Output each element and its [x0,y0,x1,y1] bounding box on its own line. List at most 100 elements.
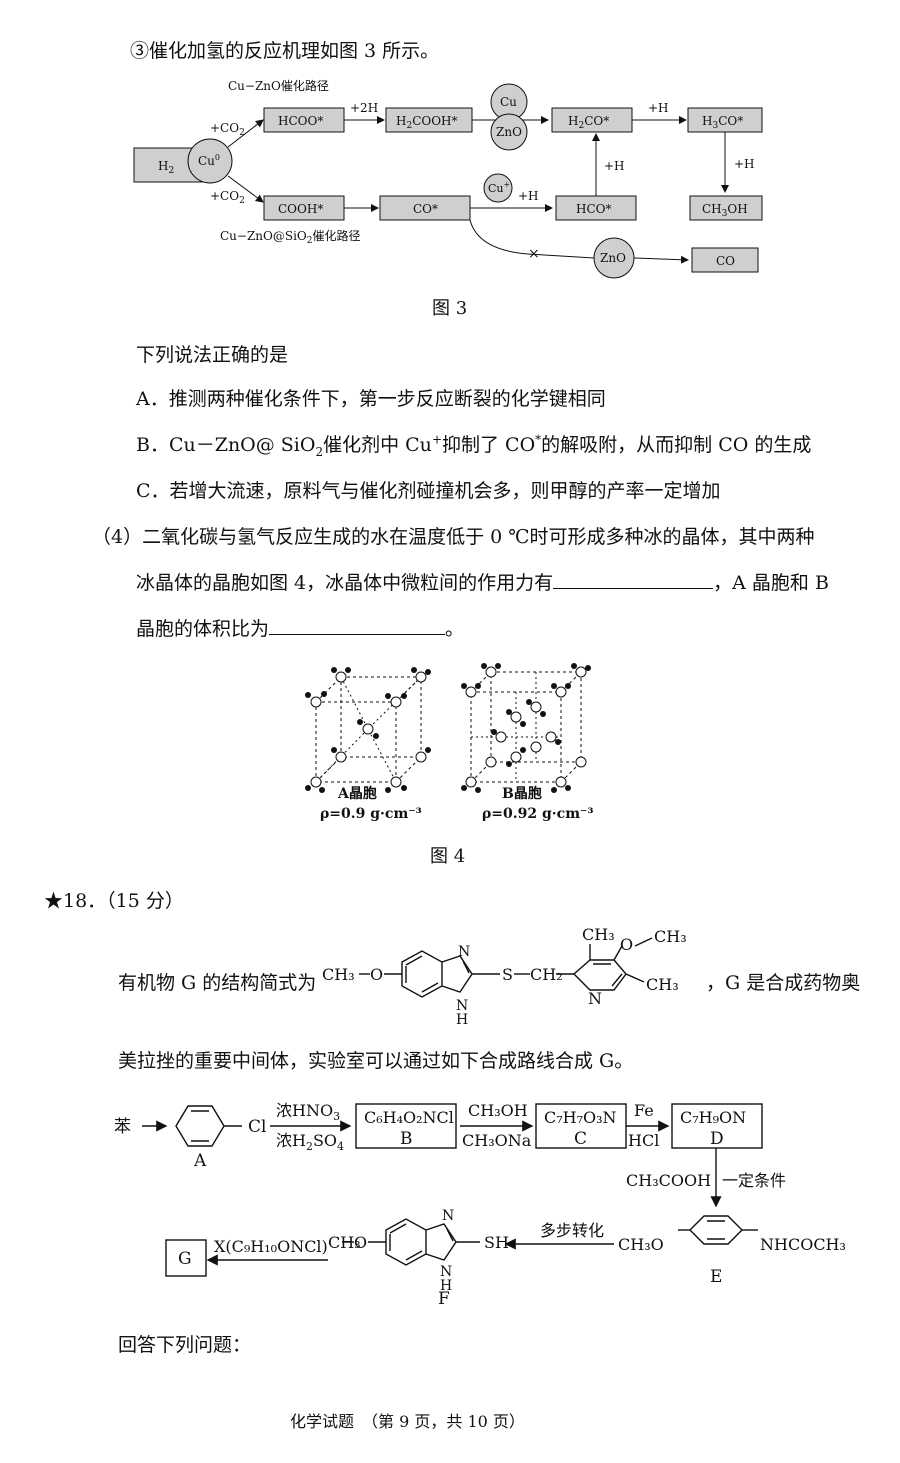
q4-line-1: （4）二氧化碳与氢气反应生成的水在温度低于 0 ℃时可形成多种冰的晶体，其中两种 [92,526,815,548]
scheme-h2so4: 浓H2SO4 [276,1131,344,1153]
scheme-multistep: 多步转化 [540,1221,604,1240]
cell-a-atoms [305,667,431,793]
g-n: N [458,944,470,960]
cell-b-density: ρ=0.92 g·cm⁻³ [482,806,594,822]
scheme-condition: 一定条件 [722,1171,786,1190]
figure-3-diagram: Cu−ZnO催化路径 Cu−ZnO@SiO2催化路径 H2 Cu0 +CO2 +… [133,78,763,279]
plus-2h: +2H [350,101,378,115]
h2cooh-label: H2COOH* [396,114,458,131]
zno-label: ZnO [496,125,522,139]
scheme-label-f: F [438,1289,450,1309]
g-ch2: CH₂ [530,965,563,984]
path-top-label: Cu−ZnO催化路径 [228,78,329,93]
scheme-hno3: 浓HNO3 [276,1101,340,1123]
option-c: C．若增大流速，原料气与催化剂碰撞机会多，则甲醇的产率一定增加 [136,480,721,502]
cu0-label: Cu0 [198,153,220,168]
scheme-hcl: HCl [628,1131,659,1150]
h3co-label: H3CO* [702,114,743,131]
cross-mark: × [528,246,540,262]
cooh-label: COOH* [278,202,323,216]
q18-header: ★18．（15 分） [44,890,184,912]
plus-h-2: +H [734,157,755,171]
hcoo-label: HCOO* [278,114,323,128]
scheme-label-g: G [178,1249,192,1269]
cu0-circle [187,138,233,184]
h2co-label: H2CO* [568,114,609,131]
option-a: A．推测两种催化条件下，第一步反应断裂的化学键相同 [136,388,606,410]
synthesis-scheme: 苯 Cl A 浓HNO3 浓H2SO4 C₆H₄O₂NCl B CH₃OH CH… [114,1101,846,1309]
g-ch3: CH₃ [322,965,355,984]
g-s: S [502,965,513,984]
q18-intro-b: ，G 是合成药物奥 [706,972,861,994]
cooh-box [263,195,345,221]
scheme-label-e: E [710,1267,722,1287]
path-bottom-label: Cu−ZnO@SiO2催化路径 [220,228,361,246]
cu-label: Cu [500,95,517,109]
hcoo-box [263,107,345,133]
scheme-label-b: B [400,1129,413,1149]
page-footer: 化学试题 （第 9 页，共 10 页） [290,1412,525,1431]
answer-blank-forces[interactable] [553,570,714,589]
scheme-e-sub: NHCOCH₃ [760,1235,846,1254]
ch3oh-label: CH3OH [702,202,748,219]
scheme-sh: SH [484,1233,509,1252]
cell-a-density: ρ=0.9 g·cm⁻³ [320,806,422,822]
plus-h-3: +H [604,159,625,173]
zno2-label: ZnO [600,251,626,265]
cell-b-atoms [461,663,591,793]
scheme-label-a: A [193,1151,207,1171]
g-o: O [370,965,383,984]
co-box [691,247,759,273]
scheme-e-ome: CH₃O [618,1235,664,1254]
q18-intro-line2: 美拉挫的重要中间体，实验室可以通过如下合成路线合成 G。 [118,1050,634,1072]
co-star-label: CO* [413,202,438,216]
scheme-ch3oh: CH₃OH [468,1101,528,1120]
cell-b-label: B晶胞 [502,785,542,802]
g-pyridine-n: N [588,989,602,1008]
ch3oh-box [689,195,763,221]
hco-label: HCO* [576,202,611,216]
scheme-n: N [442,1208,454,1224]
co-label: CO [716,254,735,268]
cuplus-label: Cu+ [488,180,510,195]
q4-line-2: 冰晶体的晶胞如图 4，冰晶体中微粒间的作用力有，A 晶胞和 B [136,570,829,594]
intro-text: ③催化加氢的反应机理如图 3 所示。 [130,40,440,62]
g-ch3-right: CH₃ [646,975,679,994]
scheme-f-o: O [354,1233,367,1252]
plus-h-1: +H [648,101,669,115]
answer-prompt: 回答下列问题： [118,1334,252,1356]
co2-top: +CO2 [210,121,245,138]
scheme-c-formula: C₇H₇O₃N [544,1108,617,1127]
h2-label: H2 [158,159,174,176]
figure-4-diagram: A晶胞 ρ=0.9 g·cm⁻³ B晶胞 ρ=0.92 g·cm⁻³ [305,663,594,822]
h3co-box [687,107,763,133]
g-och3-o: O [620,935,633,954]
g-ch3-right-top: CH₃ [654,928,687,946]
q4-line-3: 晶胞的体积比为。 [136,616,465,640]
g-ch3-top: CH₃ [582,928,615,944]
co2-bottom: +CO2 [210,189,245,206]
question-stem: 下列说法正确的是 [136,344,289,366]
answer-blank-volume-ratio[interactable] [269,616,446,635]
scheme-b-formula: C₆H₄O₂NCl [364,1108,454,1127]
hco-box [555,195,637,221]
cuplus-circle [483,173,513,203]
scheme-ch3cooh: CH₃COOH [626,1171,711,1190]
scheme-cl: Cl [248,1117,266,1137]
scheme-label-c: C [574,1129,587,1149]
figure-3-caption: 图 3 [432,298,468,319]
cell-a-label: A晶胞 [337,785,377,802]
scheme-f-ome: CH₃ [328,1233,361,1252]
zno-circle [490,113,528,151]
cell-a [315,676,422,783]
scheme-d-formula: C₇H₉ON [680,1108,746,1127]
q18-intro-a: 有机物 G 的结构简式为 [118,972,317,994]
plus-h-4: +H [518,189,539,203]
scheme-ch3ona: CH₃ONa [462,1131,532,1150]
figure-4-caption: 图 4 [430,846,466,867]
scheme-label-d: D [710,1129,724,1149]
option-b: B．Cu－ZnO@ SiO2催化剂中 Cu+抑制了 CO*的解吸附，从而抑制 C… [136,432,812,459]
